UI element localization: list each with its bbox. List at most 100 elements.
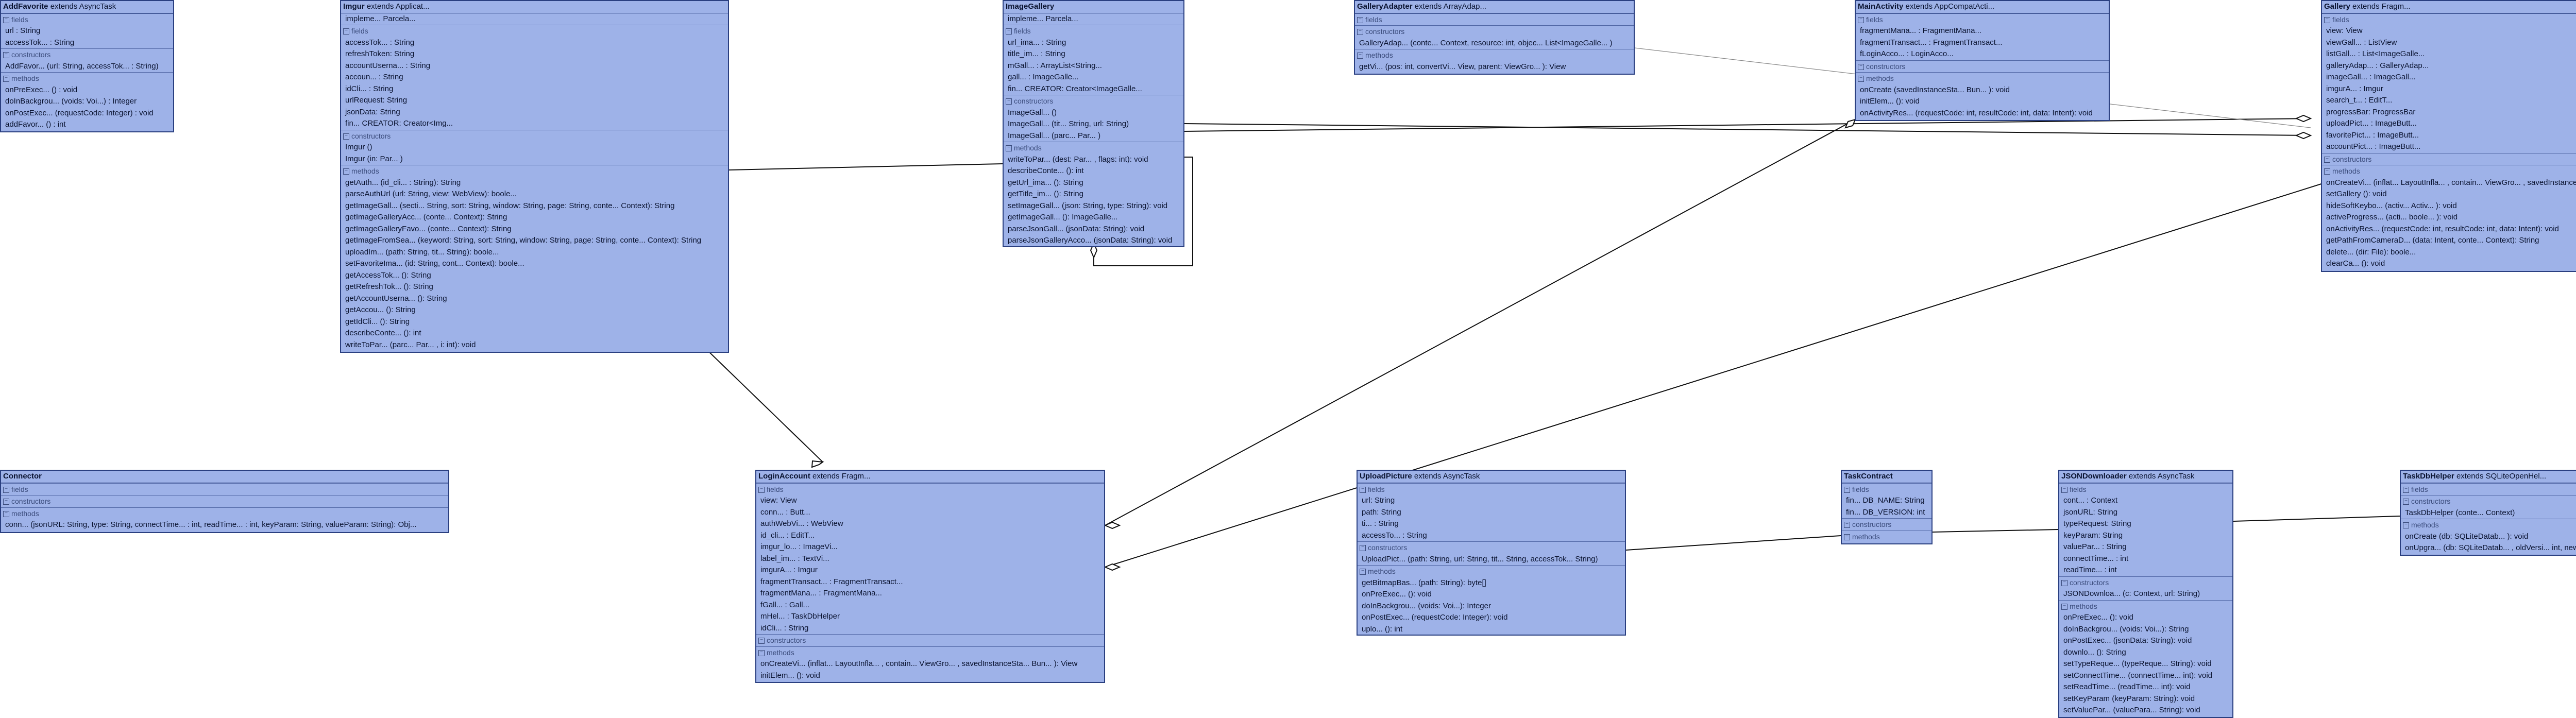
field-row[interactable]: fragmentMana... : FragmentMana... bbox=[760, 589, 882, 597]
method-row[interactable]: setReadTime... (readTime... int): void bbox=[2063, 682, 2191, 691]
field-row[interactable]: refreshToken: String bbox=[345, 49, 415, 58]
class-header[interactable]: AddFavorite extends AsyncTask bbox=[1, 1, 173, 13]
field-row[interactable]: accessTok... : String bbox=[5, 38, 75, 47]
section-constructors[interactable]: −constructors bbox=[1842, 518, 1931, 531]
section-methods[interactable]: −methods bbox=[1856, 72, 2109, 84]
constructor-row[interactable]: Imgur (in: Par... ) bbox=[345, 154, 403, 163]
field-row[interactable]: path: String bbox=[1362, 507, 1401, 517]
method-row[interactable]: parseJsonGalleryAcco... (jsonData: Strin… bbox=[1008, 236, 1173, 245]
field-row[interactable]: viewGall... : ListView bbox=[2326, 38, 2397, 47]
class-header[interactable]: UploadPicture extends AsyncTask bbox=[1358, 471, 1625, 483]
collapse-toggle-icon[interactable]: − bbox=[2324, 16, 2330, 23]
method-row[interactable]: getAccountUserna... (): String bbox=[345, 294, 447, 303]
collapse-toggle-icon[interactable]: − bbox=[3, 499, 9, 505]
section-methods[interactable]: −methods bbox=[1004, 142, 1183, 154]
section-fields[interactable]: −fields bbox=[1358, 483, 1625, 495]
collapse-toggle-icon[interactable]: − bbox=[758, 638, 765, 644]
collapse-toggle-icon[interactable]: − bbox=[3, 76, 9, 82]
collapse-toggle-icon[interactable]: − bbox=[1357, 29, 1363, 36]
section-fields[interactable]: −fields bbox=[1, 13, 173, 26]
collapse-toggle-icon[interactable]: − bbox=[1844, 486, 1850, 493]
method-row[interactable]: onCreate (savedInstanceSta... Bun... ): … bbox=[1860, 85, 2010, 94]
constructor-row[interactable]: GalleryAdap... (conte... Context, resour… bbox=[1359, 38, 1613, 47]
collapse-toggle-icon[interactable]: − bbox=[3, 486, 9, 493]
method-row[interactable]: describeConte... (): int bbox=[345, 329, 421, 337]
class-mainactivity[interactable]: MainActivity extends AppCompatActi...−fi… bbox=[1855, 0, 2110, 121]
field-row[interactable]: gall... : ImageGalle... bbox=[1008, 73, 1079, 81]
method-row[interactable]: getIdCli... (): String bbox=[345, 317, 410, 326]
field-row[interactable]: progressBar: ProgressBar bbox=[2326, 107, 2416, 116]
collapse-toggle-icon[interactable]: − bbox=[1006, 28, 1012, 35]
class-header[interactable]: LoginAccount extends Fragm... bbox=[756, 471, 1104, 483]
method-row[interactable]: getVi... (pos: int, convertVi... View, p… bbox=[1359, 62, 1566, 71]
section-constructors[interactable]: −constructors bbox=[1004, 95, 1183, 107]
method-row[interactable]: uploadIm... (path: String, tit... String… bbox=[345, 247, 499, 257]
field-row[interactable]: imgurA... : Imgur bbox=[2326, 84, 2383, 93]
collapse-toggle-icon[interactable]: − bbox=[3, 52, 9, 59]
field-row[interactable]: accessTo... : String bbox=[1362, 531, 1427, 540]
method-row[interactable]: onUpgra... (db: SQLiteDatab... , oldVers… bbox=[2405, 543, 2576, 552]
collapse-toggle-icon[interactable]: − bbox=[2324, 168, 2330, 175]
class-header[interactable]: MainActivity extends AppCompatActi... bbox=[1856, 1, 2109, 13]
method-row[interactable]: getImageGall... (): ImageGalle... bbox=[1008, 213, 1118, 221]
section-constructors[interactable]: −constructors bbox=[1, 495, 448, 507]
field-row[interactable]: cont... : Context bbox=[2063, 496, 2118, 505]
collapse-toggle-icon[interactable]: − bbox=[1357, 53, 1363, 59]
collapse-toggle-icon[interactable]: − bbox=[1858, 63, 1864, 70]
collapse-toggle-icon[interactable]: − bbox=[2403, 486, 2409, 493]
method-row[interactable]: getBitmapBas... (path: String): byte[] bbox=[1362, 578, 1486, 587]
field-row[interactable]: imgurA... : Imgur bbox=[760, 566, 818, 574]
class-header[interactable]: GalleryAdapter extends ArrayAdap... bbox=[1355, 1, 1634, 13]
collapse-toggle-icon[interactable]: − bbox=[3, 16, 9, 23]
method-row[interactable]: doInBackgrou... (voids: Voi...) : Intege… bbox=[5, 97, 137, 106]
field-row[interactable]: accountPict... : ImageButt... bbox=[2326, 142, 2421, 151]
method-row[interactable]: onCreateVi... (inflat... LayoutInfla... … bbox=[760, 659, 1078, 668]
method-row[interactable]: conn... (jsonURL: String, type: String, … bbox=[5, 520, 417, 529]
class-imagegallery[interactable]: ImageGallery impleme... Parcela...−field… bbox=[1003, 0, 1184, 247]
method-row[interactable]: activeProgress... (acti... boole... ): v… bbox=[2326, 213, 2458, 221]
section-fields[interactable]: −fields bbox=[2401, 483, 2576, 495]
field-row[interactable]: mGall... : ArrayList<String... bbox=[1008, 61, 1102, 70]
method-row[interactable]: getPathFromCameraD... (data: Intent, con… bbox=[2326, 236, 2539, 245]
section-methods[interactable]: −methods bbox=[2059, 600, 2232, 612]
field-row[interactable]: id_cli... : EditT... bbox=[760, 531, 815, 540]
field-row[interactable]: fGall... : Gall... bbox=[760, 600, 810, 609]
method-row[interactable]: getImageFromSea... (keyword: String, sor… bbox=[345, 236, 702, 245]
method-row[interactable]: getTitle_im... (): String bbox=[1008, 190, 1083, 198]
method-row[interactable]: onPostExec... (requestCode: Integer) : v… bbox=[5, 108, 154, 117]
field-row[interactable]: accoun... : String bbox=[345, 73, 403, 81]
method-row[interactable]: onPreExec... (): void bbox=[1362, 590, 1432, 599]
collapse-toggle-icon[interactable]: − bbox=[1360, 486, 1366, 493]
collapse-toggle-icon[interactable]: − bbox=[1844, 534, 1850, 540]
field-row[interactable]: url: String bbox=[1362, 496, 1395, 505]
field-row[interactable]: galleryAdap... : GalleryAdap... bbox=[2326, 61, 2429, 70]
field-row[interactable]: fLoginAcco... : LoginAcco... bbox=[1860, 49, 1954, 58]
method-row[interactable]: onPostExec... (requestCode: Integer): vo… bbox=[1362, 613, 1508, 622]
method-row[interactable]: hideSoftKeybo... (activ... Activ... ): v… bbox=[2326, 201, 2457, 210]
class-imgur[interactable]: Imgur extends Applicat...impleme... Parc… bbox=[340, 0, 729, 353]
field-row[interactable]: valuePar... : String bbox=[2063, 542, 2127, 551]
collapse-toggle-icon[interactable]: − bbox=[1006, 98, 1012, 105]
collapse-toggle-icon[interactable]: − bbox=[1357, 16, 1363, 23]
collapse-toggle-icon[interactable]: − bbox=[758, 649, 765, 656]
constructor-row[interactable]: ImageGall... (parc... Par... ) bbox=[1008, 131, 1101, 140]
collapse-toggle-icon[interactable]: − bbox=[1858, 16, 1864, 23]
method-row[interactable]: setKeyParam (keyParam: String): void bbox=[2063, 694, 2195, 703]
field-row[interactable]: fragmentTransact... : FragmentTransact..… bbox=[1860, 38, 2003, 47]
field-row[interactable]: label_im... : TextVi... bbox=[760, 554, 829, 563]
section-constructors[interactable]: −constructors bbox=[756, 634, 1104, 646]
collapse-toggle-icon[interactable]: − bbox=[1844, 522, 1850, 528]
class-galleryadapter[interactable]: GalleryAdapter extends ArrayAdap...−fiel… bbox=[1354, 0, 1635, 75]
class-header[interactable]: Imgur extends Applicat... bbox=[341, 1, 728, 13]
field-row[interactable]: fragmentTransact... : FragmentTransact..… bbox=[760, 577, 903, 586]
method-row[interactable]: getRefreshTok... (): String bbox=[345, 282, 433, 291]
field-row[interactable]: favoritePict... : ImageButt... bbox=[2326, 130, 2419, 140]
method-row[interactable]: onPreExec... () : void bbox=[5, 85, 78, 94]
class-header[interactable]: Gallery extends Fragm... bbox=[2322, 1, 2576, 13]
method-row[interactable]: parseAuthUrl (url: String, view: WebView… bbox=[345, 190, 517, 198]
collapse-toggle-icon[interactable]: − bbox=[343, 133, 349, 140]
